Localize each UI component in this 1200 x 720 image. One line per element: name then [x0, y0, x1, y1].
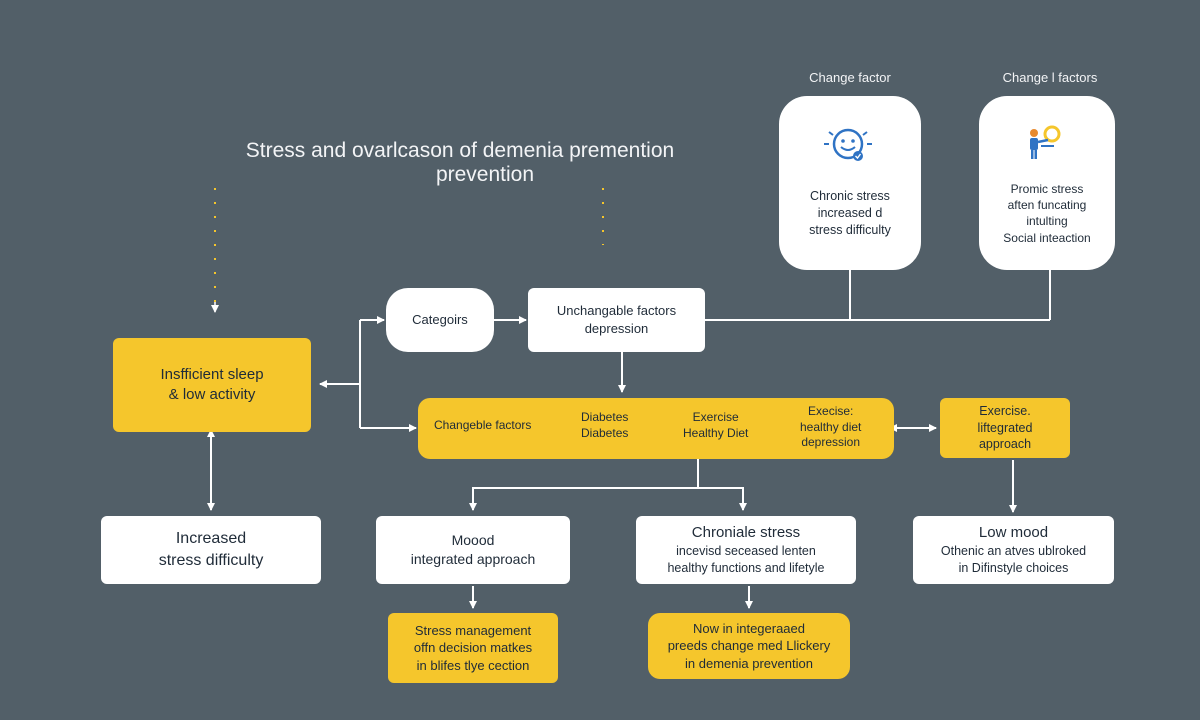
stress-management-node: Stress management offn decision matkes i… — [388, 613, 558, 683]
low-mood-node: Low mood Othenic an atves ublroked in Di… — [913, 516, 1114, 584]
changeable-col1: Diabetes Diabetes — [581, 410, 628, 441]
mood-line1: Moood — [451, 532, 495, 549]
person-search-icon — [1024, 122, 1072, 175]
card-left-line2: increased d — [817, 205, 883, 220]
mood-line2: integrated approach — [410, 551, 536, 567]
now-integrated-node: Now in integeraaed preeds change med Lli… — [648, 613, 850, 679]
now-line1: Now in integeraaed — [692, 620, 806, 636]
mood-node: Moood integrated approach — [376, 516, 570, 584]
smiley-face-icon — [820, 122, 880, 175]
diagram-title: Stress and ovarlcason of demenia prement… — [245, 139, 675, 162]
unchangeable-line2: depression — [584, 321, 649, 336]
label-change-factor: Change factor — [809, 70, 891, 85]
now-line3: in demenia prevention — [685, 655, 813, 671]
lowmood-line1: Low mood — [978, 524, 1049, 541]
exercise-line2: liftegrated — [977, 420, 1033, 435]
line-changeable-split — [469, 459, 699, 511]
exercise-line3: approach — [978, 437, 1032, 452]
card-right-line3: intulting — [1026, 214, 1068, 229]
now-line2: preeds change med Llickery — [667, 638, 831, 654]
stressmgmt-line2: offn decision matkes — [413, 640, 533, 656]
increased-line1: Increased — [175, 530, 247, 548]
changeable-col1-line1: Diabetes — [581, 410, 629, 424]
categories-node: Categoirs — [386, 288, 494, 352]
stressmgmt-line3: in blifes tlye cection — [416, 657, 530, 673]
unchangeable-factors-node: Unchangable factors depression — [528, 288, 705, 352]
changeable-col3-line3: depression — [801, 435, 861, 450]
changeable-col3-line2: healthy diet — [800, 419, 862, 434]
diagram-title-line2: prevention — [435, 163, 535, 186]
exercise-integrated-node: Exercise. liftegrated approach — [940, 398, 1070, 458]
card-chronic-stress: Chronic stress increased d stress diffic… — [779, 96, 921, 270]
lowmood-line2: Othenic an atves ublroked — [940, 544, 1087, 559]
chronic-line1: Chroniale stress — [691, 524, 801, 541]
increased-line2: stress difficulty — [158, 552, 264, 569]
label-change-factors: Change l factors — [1002, 70, 1098, 85]
insufficient-line1: Insfficient sleep — [160, 365, 264, 383]
unchangeable-line1: Unchangable factors — [556, 303, 677, 319]
insufficient-sleep-node: Insfficient sleep & low activity — [113, 338, 311, 432]
changeable-col1-line2: Diabetes — [581, 425, 629, 440]
increased-stress-node: Increased stress difficulty — [101, 516, 321, 584]
card-left-line1: Chronic stress — [810, 189, 890, 203]
changeable-col2-line1: Exercise — [692, 410, 739, 424]
changeable-col3: Execise: healthy diet depression — [800, 404, 861, 451]
changeable-factors-bar: Changeble factors Diabetes Diabetes Exer… — [418, 398, 894, 459]
card-social-interaction: Promic stress aften funcating intulting … — [979, 96, 1115, 270]
exercise-line1: Exercise. — [979, 403, 1031, 418]
changeable-col2: Exercise Healthy Diet — [683, 410, 748, 441]
changeable-col3-line1: Execise: — [808, 404, 854, 418]
card-right-line4: Social inteaction — [1003, 230, 1091, 245]
chronic-line2: incevisd seceased lenten — [676, 544, 816, 559]
card-left-line3: stress difficulty — [809, 222, 891, 237]
changeable-col2-line2: Healthy Diet — [683, 425, 749, 440]
changeable-label: Changeble factors — [434, 418, 531, 434]
line-changeable-split-right — [698, 487, 747, 511]
changeable-label-text: Changeble factors — [434, 418, 532, 432]
insufficient-line2: & low activity — [168, 386, 256, 403]
card-right-line2: aften funcating — [1007, 198, 1087, 213]
chronic-stress-node: Chroniale stress incevisd seceased lente… — [636, 516, 856, 584]
lowmood-line3: in Difinstyle choices — [958, 561, 1069, 576]
chronic-line3: healthy functions and lifetyle — [667, 561, 825, 576]
card-right-line1: Promic stress — [1010, 182, 1084, 196]
stressmgmt-line1: Stress management — [414, 622, 532, 638]
